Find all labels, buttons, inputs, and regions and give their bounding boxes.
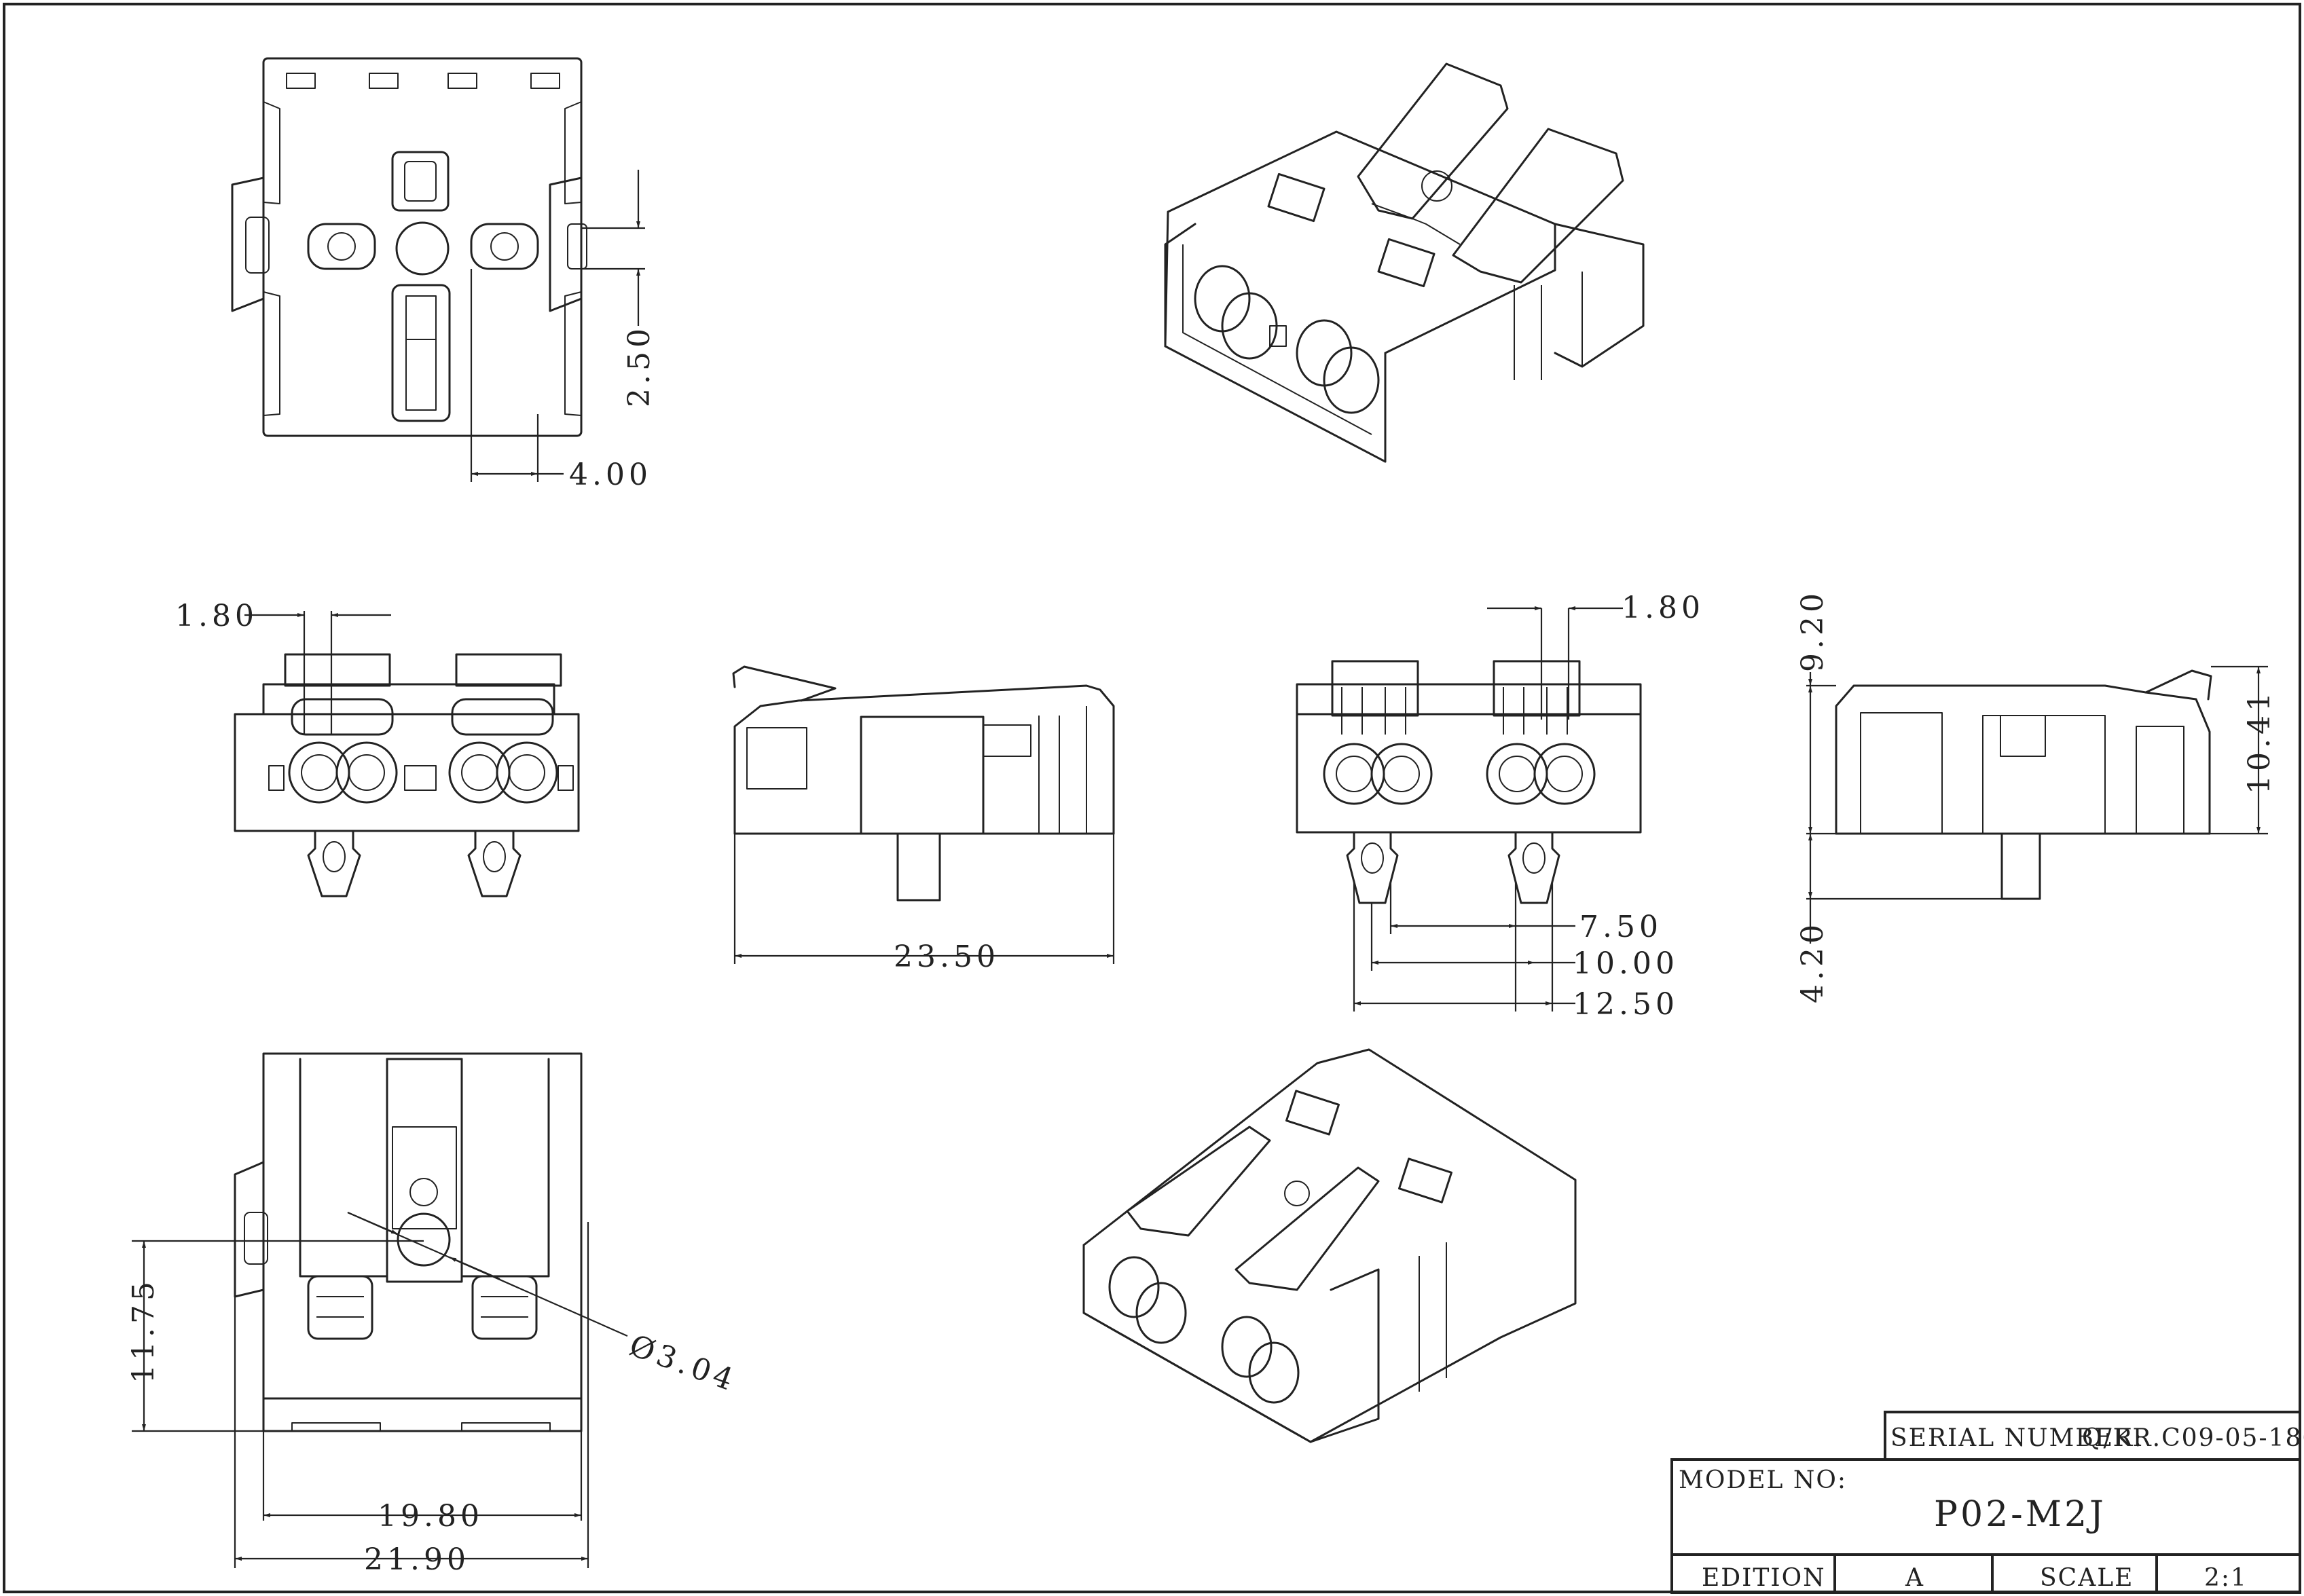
dim-hole-diameter: Ø3.04 [625,1328,742,1398]
top-view [231,57,587,437]
dim-bottom-outer-width: 21.90 [364,1542,470,1577]
dim-top-height: 2.50 [622,324,657,407]
edition-label: EDITION [1702,1564,1826,1592]
scale-value: 2:1 [2204,1564,2248,1592]
dim-pin-outer: 12.50 [1573,987,1679,1022]
iso-view-top [1164,62,1645,463]
dim-side-length: 23.50 [894,940,1000,974]
scale-label: SCALE [2040,1564,2134,1592]
side-view [732,665,1115,902]
bottom-view [234,1052,583,1432]
dim-front-offset: 1.80 [175,599,258,633]
dim-bottom-height: 11.75 [126,1278,161,1384]
rear-view [1296,660,1642,904]
dim-right-total: 10.41 [2242,688,2277,794]
dim-bottom-inner-width: 19.80 [378,1499,483,1534]
dim-top-width: 4.00 [569,458,652,492]
right-side-view [1835,669,2212,900]
dimension-lines [132,170,2268,1568]
dim-pin-mid: 10.00 [1573,946,1679,981]
model-number-label: MODEL NO: [1679,1466,1847,1494]
serial-number-value: Q/KR.C09-05-186 [2082,1424,2304,1452]
front-view [234,653,580,897]
iso-view-bottom [1082,1048,1577,1443]
dim-right-pin: 4.20 [1795,921,1830,1003]
sheet-border [3,3,2301,1593]
title-block [1670,1411,2301,1594]
model-number-value: P02-M2J [1934,1494,2106,1535]
edition-value: A [1905,1564,1924,1592]
dim-rear-offset: 1.80 [1622,591,1704,625]
serial-number-label: SERIAL NUMBER: [1890,1424,2143,1452]
dim-right-upper: 9.20 [1795,589,1830,672]
dim-pin-inner: 7.50 [1579,910,1662,944]
